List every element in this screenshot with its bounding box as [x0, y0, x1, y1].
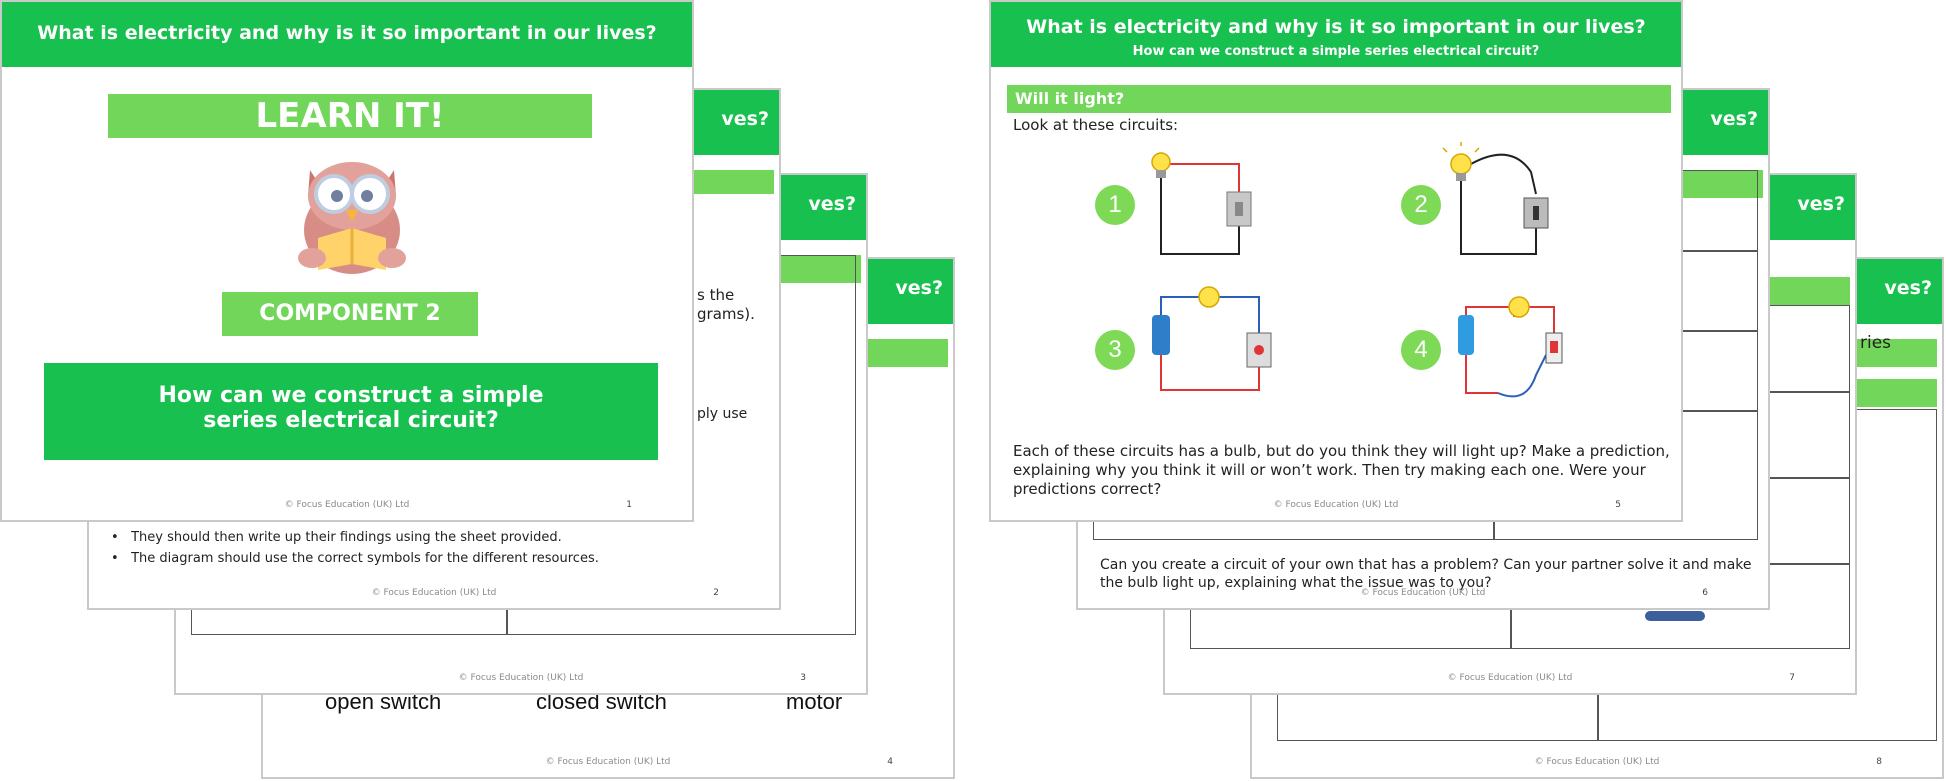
slide-title-fragment: ves?	[721, 108, 769, 130]
section-bar	[1683, 170, 1763, 198]
bullet-item: • The diagram should use the correct sym…	[111, 551, 599, 566]
section-bar	[1770, 277, 1850, 305]
slide-title-fragment: ves?	[1797, 193, 1845, 215]
circuit-number-1: 1	[1095, 185, 1135, 225]
page-number: 2	[713, 588, 719, 598]
slide-footer: © Focus Education (UK) Ltd	[1447, 673, 1573, 683]
slide-title-fragment: ves?	[808, 193, 856, 215]
circuit-diagram-3	[1152, 286, 1272, 391]
challenge-text: Can you create a circuit of your own tha…	[1100, 556, 1760, 592]
section-bar	[781, 255, 861, 283]
section-bar	[868, 339, 948, 367]
instruction-fragment: grams).	[697, 305, 755, 323]
learn-it-banner: LEARN IT!	[108, 94, 592, 138]
question-line: series electrical circuit?	[203, 408, 499, 433]
component-label: COMPONENT 2	[222, 292, 478, 336]
question-box: How can we construct a simple series ele…	[44, 363, 658, 460]
question-line: How can we construct a simple	[158, 383, 544, 408]
slide-title-fragment: ves?	[895, 277, 943, 299]
prediction-line: Each of these circuits has a bulb, but d…	[1013, 442, 1670, 460]
slide-subtitle: How can we construct a simple series ele…	[1132, 44, 1540, 59]
section-bar	[1857, 339, 1937, 367]
section-bar	[694, 170, 774, 194]
section-heading: Will it light?	[1007, 85, 1671, 113]
slide-header	[991, 2, 1681, 67]
instruction-fragment: ries	[1860, 333, 1892, 353]
bullet-item: • They should then write up their findin…	[111, 530, 562, 545]
slide-title-fragment: ves?	[1884, 277, 1932, 299]
circuit-diagram-2	[1442, 142, 1549, 255]
page-number: 5	[1615, 500, 1621, 510]
prediction-line: predictions correct?	[1013, 480, 1162, 498]
slide-title: What is electricity and why is it so imp…	[1026, 16, 1646, 38]
circuit-number-3: 3	[1095, 330, 1135, 370]
circuit-number-4: 4	[1401, 330, 1441, 370]
slide-title-fragment: ves?	[1710, 108, 1758, 130]
challenge-line: Can you create a circuit of your own tha…	[1100, 557, 1752, 573]
prediction-line: explaining why you think it will or won’…	[1013, 461, 1646, 479]
owl-reading-book-icon	[298, 162, 406, 274]
intro-text: Look at these circuits:	[1013, 116, 1179, 134]
battery-image	[1645, 611, 1705, 621]
slide-1[interactable]: What is electricity and why is it so imp…	[0, 0, 694, 522]
slide-footer: © Focus Education (UK) Ltd	[1360, 588, 1486, 598]
slide-title: What is electricity and why is it so imp…	[37, 22, 657, 44]
bullet-text: They should then write up their findings…	[131, 530, 562, 545]
circuit-diagram-4	[1458, 296, 1563, 398]
instruction-fragment: ply use	[697, 406, 748, 422]
slide-5[interactable]: What is electricity and why is it so imp…	[989, 0, 1683, 522]
bullet-text: The diagram should use the correct symbo…	[131, 551, 599, 566]
slide-header	[2, 2, 692, 67]
slide-footer: © Focus Education (UK) Ltd	[1273, 500, 1399, 510]
page-number: 4	[887, 757, 893, 767]
slide-footer: © Focus Education (UK) Ltd	[458, 673, 584, 683]
circuit-number-2: 2	[1401, 185, 1441, 225]
slide-footer: © Focus Education (UK) Ltd	[284, 500, 410, 510]
page-number: 7	[1789, 673, 1795, 683]
page-number: 6	[1702, 588, 1708, 598]
challenge-line: the bulb light up, explaining what the i…	[1100, 575, 1492, 591]
slide-footer: © Focus Education (UK) Ltd	[371, 588, 497, 598]
slide-footer: © Focus Education (UK) Ltd	[1534, 757, 1660, 767]
circuit-diagram-1	[1151, 152, 1252, 255]
page-number: 3	[800, 673, 806, 683]
section-bar	[1857, 379, 1937, 407]
page-number: 8	[1876, 757, 1882, 767]
prediction-text: Each of these circuits has a bulb, but d…	[1013, 442, 1670, 499]
page-number: 1	[626, 500, 632, 510]
instruction-fragment: s the	[697, 286, 735, 304]
slide-footer: © Focus Education (UK) Ltd	[545, 757, 671, 767]
